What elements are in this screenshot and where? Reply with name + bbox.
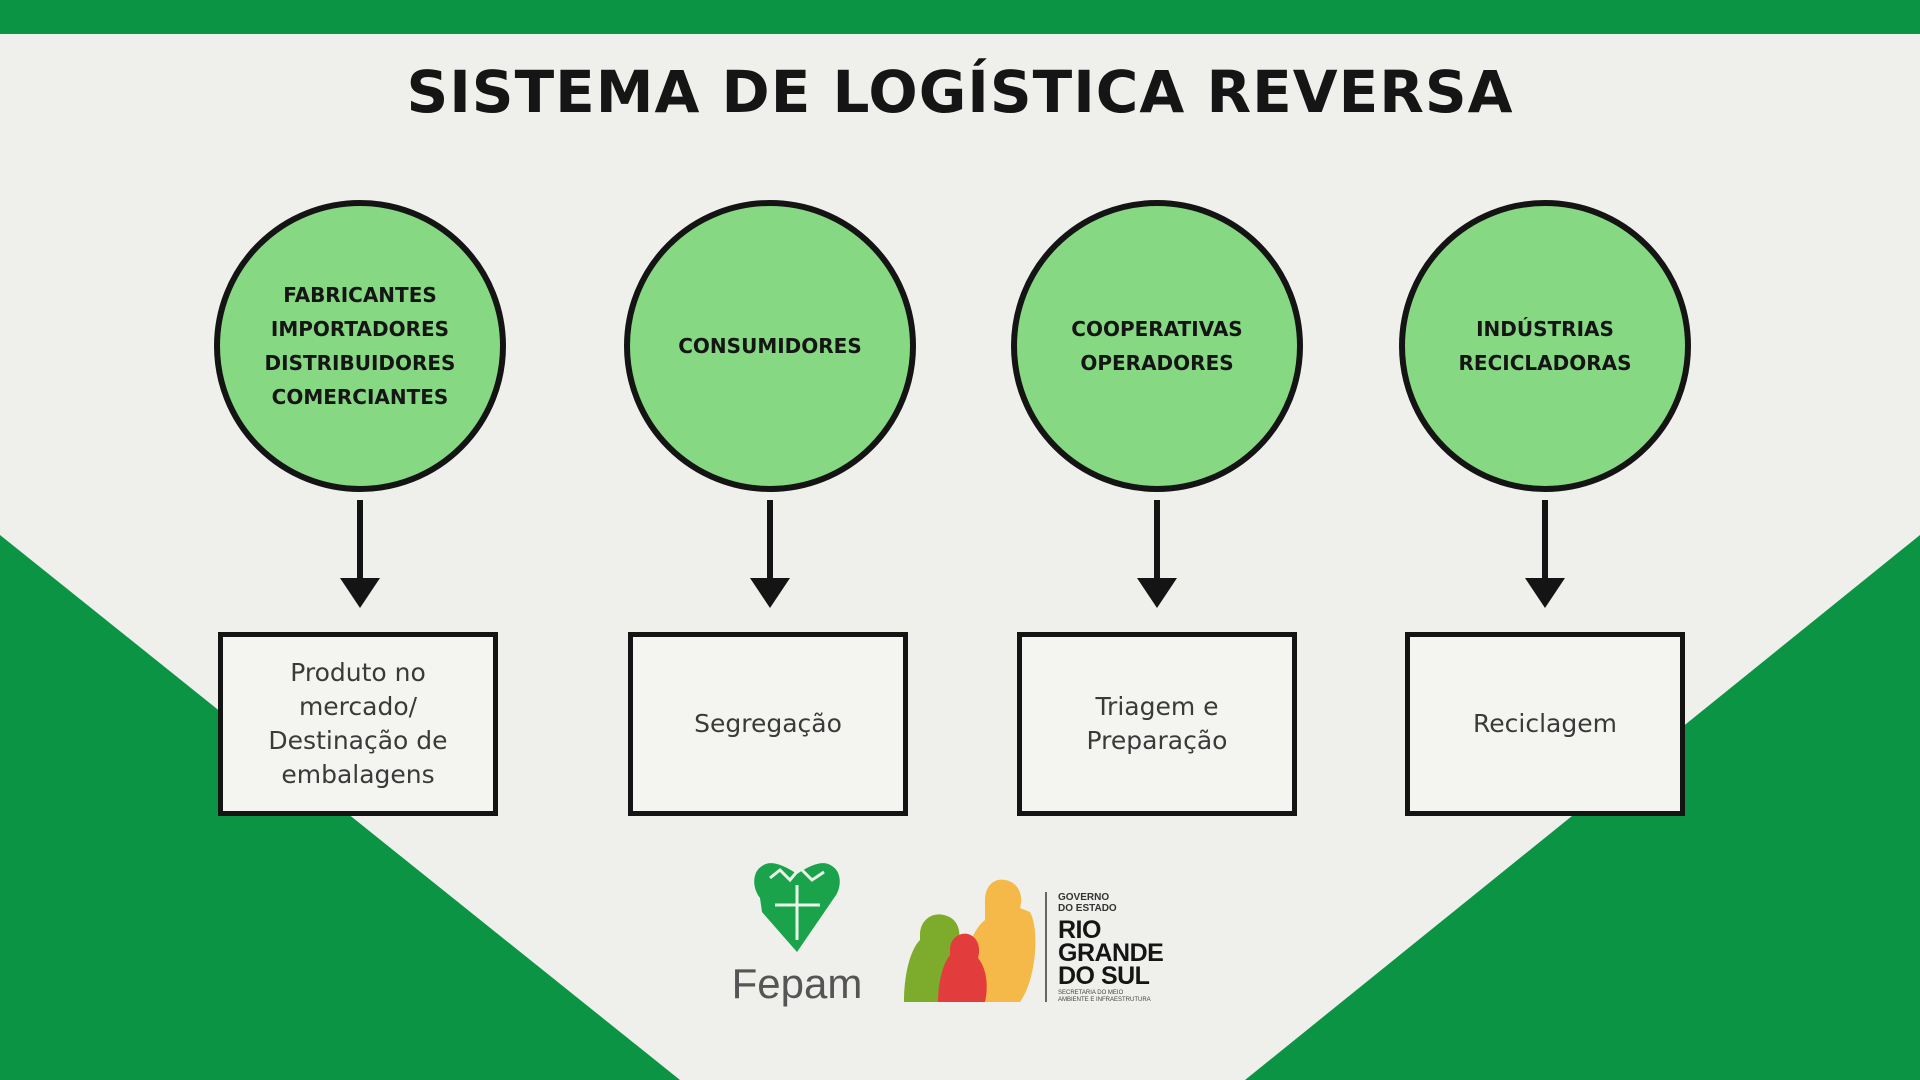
actor-circle-producers: FABRICANTES IMPORTADORES DISTRIBUIDORES …	[214, 200, 506, 492]
step-label: embalagens	[281, 760, 435, 789]
actor-label: INDÚSTRIAS	[1476, 317, 1614, 341]
secretaria-line1: SECRETARIA DO MEIO	[1058, 990, 1124, 996]
state-name-line1: RIO	[1058, 916, 1101, 944]
gov-label-line2: DO ESTADO	[1058, 903, 1117, 914]
actor-label: COMERCIANTES	[271, 385, 449, 409]
secretaria-line2: AMBIENTE E INFRAESTRUTURA	[1058, 997, 1151, 1003]
fepam-logo-icon	[754, 863, 840, 952]
actor-label: DISTRIBUIDORES	[264, 351, 456, 375]
step-box-segregation: Segregação	[628, 632, 908, 816]
arrow-2-head	[750, 578, 790, 608]
actor-label: FABRICANTES	[283, 283, 437, 307]
top-green-bar	[0, 0, 1920, 34]
actor-label: RECICLADORAS	[1458, 351, 1632, 375]
step-label: Reciclagem	[1473, 709, 1617, 738]
actor-circle-consumers: CONSUMIDORES	[624, 200, 916, 492]
page-title: SISTEMA DE LOGÍSTICA REVERSA	[406, 58, 1514, 126]
step-box-sorting: Triagem e Preparação	[1017, 632, 1297, 816]
step-label: Triagem e	[1095, 692, 1219, 721]
step-label: Destinação de	[268, 726, 448, 755]
actor-circle-industries: INDÚSTRIAS RECICLADORAS	[1399, 200, 1691, 492]
actor-circle-cooperatives: COOPERATIVAS OPERADORES	[1011, 200, 1303, 492]
arrow-4-head	[1525, 578, 1565, 608]
rs-government-logo-icon	[904, 879, 1047, 1002]
gov-label-line1: GOVERNO	[1058, 892, 1110, 903]
step-label: mercado/	[298, 692, 418, 721]
state-name-line3: DO SUL	[1058, 962, 1150, 990]
step-box-market: Produto no mercado/ Destinação de embala…	[218, 632, 498, 816]
step-label: Preparação	[1086, 726, 1228, 755]
step-box-recycling: Reciclagem	[1405, 632, 1685, 816]
actor-label: COOPERATIVAS	[1071, 317, 1243, 341]
arrow-1-head	[340, 578, 380, 608]
step-label: Segregação	[694, 709, 842, 738]
actor-label: OPERADORES	[1080, 351, 1234, 375]
actor-label: IMPORTADORES	[270, 317, 450, 341]
fepam-logo-label: Fepam	[731, 960, 863, 1007]
state-name-line2: GRANDE	[1058, 939, 1164, 967]
arrow-3-head	[1137, 578, 1177, 608]
actor-label: CONSUMIDORES	[678, 334, 862, 358]
step-label: Produto no	[290, 658, 426, 687]
